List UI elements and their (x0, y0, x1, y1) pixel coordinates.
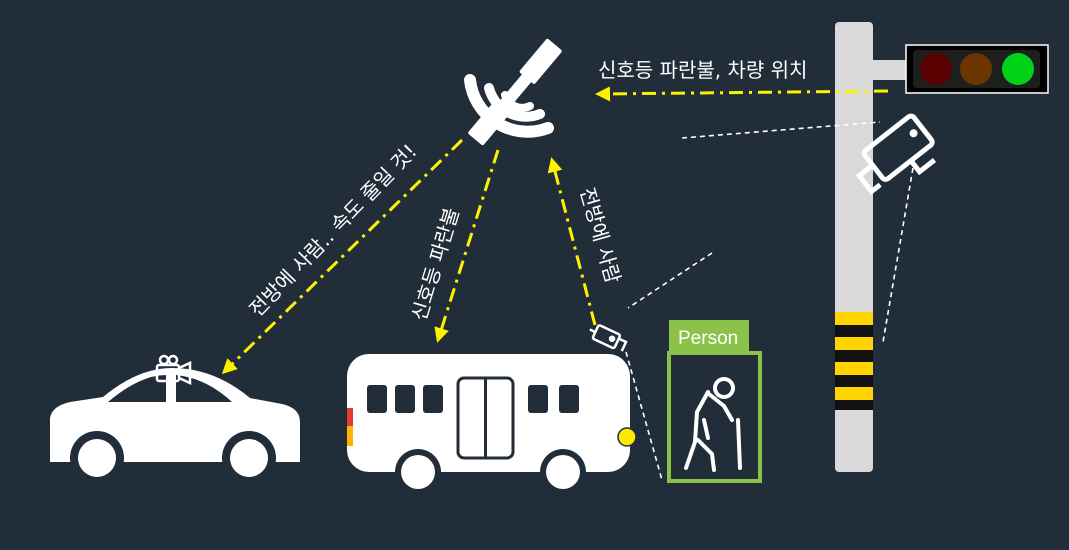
message-arrows (221, 86, 889, 375)
car-icon (50, 368, 300, 485)
car-camera-icon (155, 354, 192, 385)
person-tag-label: Person (678, 328, 738, 349)
label-traffic-to-satellite: 신호등 파란불, 차량 위치 (598, 58, 807, 82)
green-lamp (1002, 53, 1034, 85)
arrow-satellite-to-bus (434, 149, 500, 343)
red-lamp (920, 53, 952, 85)
satellite-icon (464, 38, 562, 146)
traffic-light (905, 44, 1049, 94)
label-camera-to-satellite: 전방에 사람 (575, 185, 625, 286)
camera-view-lines (625, 121, 914, 481)
arrow-camera-to-satellite (547, 157, 597, 326)
elderly-person-icon (684, 377, 742, 472)
arrow-traffic-to-satellite (595, 86, 889, 102)
roadside-camera-icon (589, 324, 628, 352)
traffic-pole (835, 22, 910, 472)
person-detection: Person (667, 320, 762, 483)
amber-lamp (960, 53, 992, 85)
bus-icon (347, 354, 637, 495)
label-satellite-to-car: 전방에 사람.. 속도 줄일 것! (244, 139, 421, 321)
arrow-satellite-to-car (221, 138, 464, 375)
label-satellite-to-bus: 신호등 파란불 (407, 205, 464, 324)
cctv-camera-icon (855, 113, 937, 195)
